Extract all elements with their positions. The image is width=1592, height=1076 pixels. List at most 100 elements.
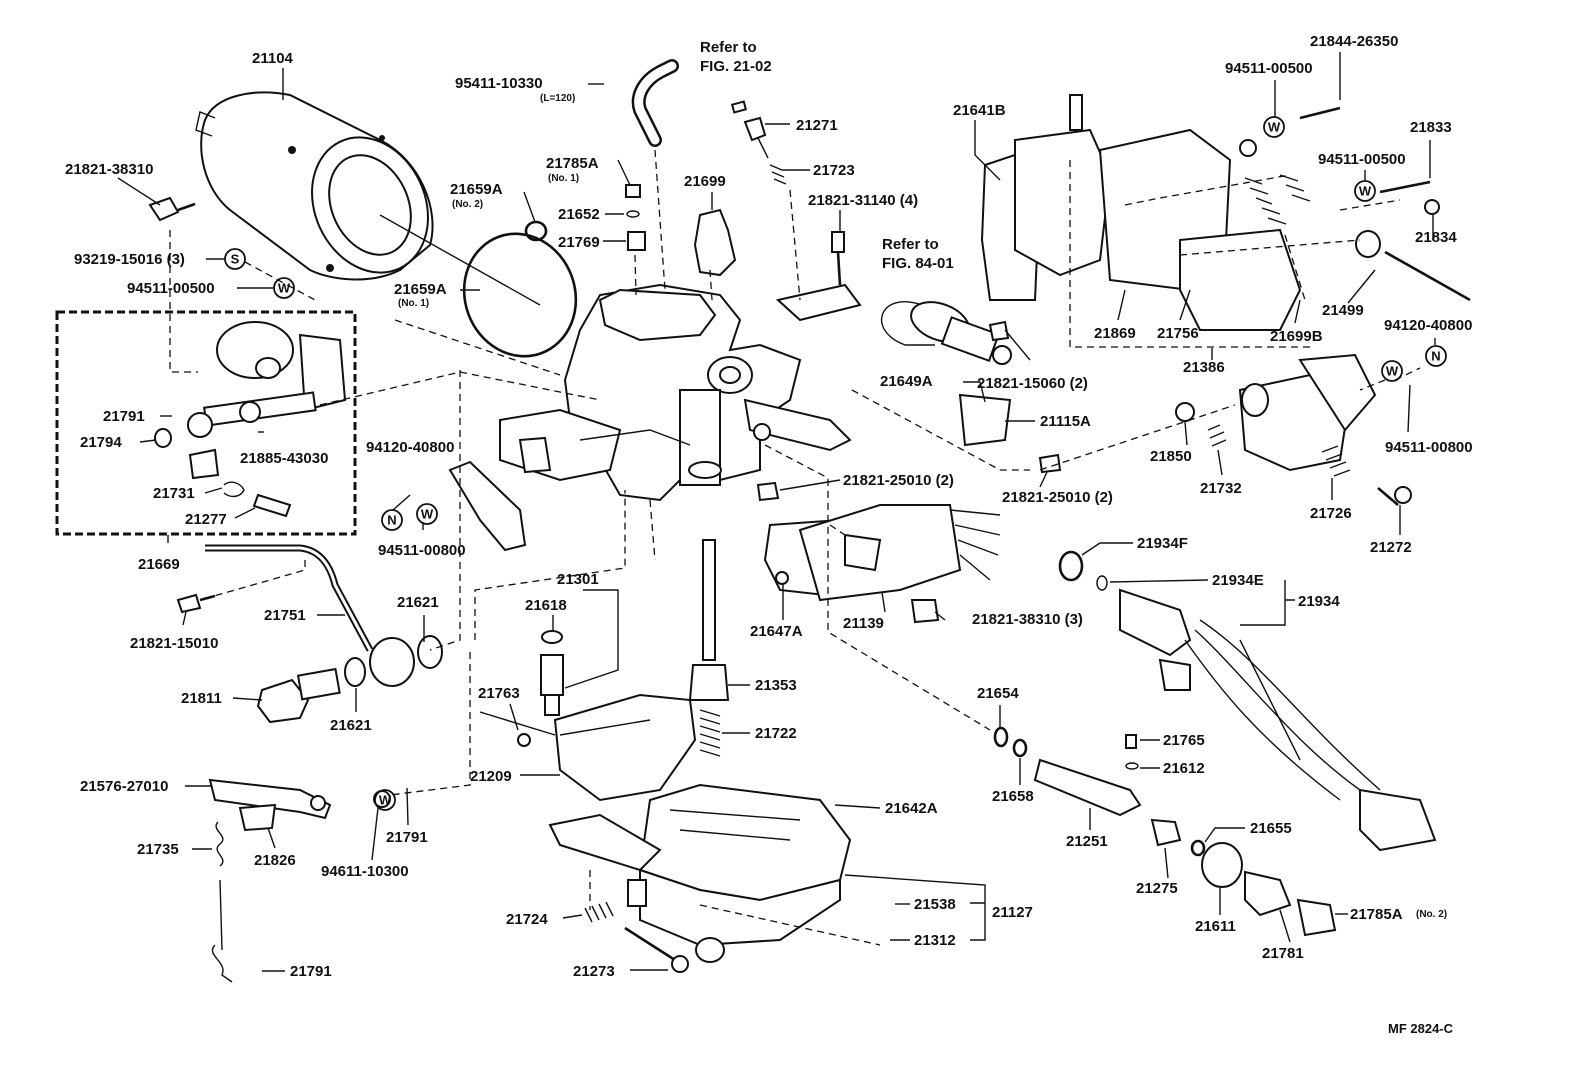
part-label: 21735 (137, 841, 179, 858)
part-label: 21850 (1150, 448, 1192, 465)
part-label: 94511-00800 (378, 542, 466, 559)
leader-lines (117, 52, 1436, 972)
part-label: FIG. 84-01 (882, 255, 954, 272)
svg-text:W: W (1386, 364, 1399, 379)
part-label: 21821-38310 (65, 161, 153, 178)
part-label: 95411-10330 (455, 75, 543, 92)
part-label: 21724 (506, 911, 548, 928)
part-label: 21699 (684, 173, 726, 190)
part-label: 21821-31140 (4) (808, 192, 918, 209)
part-label: 21731 (153, 485, 195, 502)
part-label: 21611 (1195, 918, 1236, 935)
part-labels: 21104 21821-38310 93219-15016 (3) 94511-… (65, 33, 1473, 1036)
part-label: 21794 (80, 434, 122, 451)
svg-text:W: W (1268, 120, 1281, 135)
misc-small-parts-drawing (148, 100, 1062, 624)
choke-lever-assembly-drawing (154, 321, 347, 518)
part-label: 94511-00500 (1225, 60, 1313, 77)
part-label: 21618 (525, 597, 567, 614)
part-label: 21763 (478, 685, 520, 702)
part-label: 94511-00800 (1385, 439, 1473, 456)
part-label: 94611-10300 (321, 863, 409, 880)
part-label: (L=120) (540, 93, 575, 104)
solenoid-valve-drawing (880, 301, 1012, 447)
washer-symbol: W (1381, 360, 1403, 382)
part-label: 21272 (1370, 539, 1412, 556)
part-label: 21115A (1040, 413, 1091, 430)
part-label: 21833 (1410, 119, 1452, 136)
lever-assembly-dashed-box (55, 310, 357, 536)
part-label: 21791 (103, 408, 145, 425)
bolt-21811-drawing (256, 667, 341, 724)
part-label: 21641B (953, 102, 1006, 119)
part-label: 21844-26350 (1310, 33, 1398, 50)
part-label: 21209 (470, 768, 512, 785)
part-label: 21765 (1163, 732, 1205, 749)
part-label: 21811 (181, 690, 222, 707)
part-label: 21791 (386, 829, 428, 846)
carburetor-body-drawing (499, 283, 852, 502)
part-label: 21821-15060 (2) (977, 375, 1088, 392)
symbols: W S N W W W W N W (224, 116, 1447, 811)
washer-symbol: W (1354, 180, 1376, 202)
part-label: 21621 (397, 594, 439, 611)
washer-symbol: W (416, 503, 438, 525)
part-label: 21642A (885, 800, 938, 817)
part-label: 21139 (843, 615, 884, 632)
float-drawing (479, 693, 697, 802)
part-drawings (55, 59, 1471, 983)
lower-body-drawing (548, 783, 852, 963)
part-label: 21669 (138, 556, 180, 573)
part-label: 21751 (264, 607, 306, 624)
part-label: 21756 (1157, 325, 1199, 342)
link-bushing-drawing (369, 637, 415, 687)
lower-right-parts-drawing (993, 726, 1337, 937)
part-label: 21353 (755, 677, 797, 694)
part-label: 21785A (546, 155, 599, 172)
svg-text:N: N (387, 513, 396, 528)
svg-text:S: S (231, 252, 240, 267)
part-label: 21652 (558, 206, 600, 223)
part-label: 21658 (992, 788, 1034, 805)
part-label: 21612 (1163, 760, 1205, 777)
part-label: 21885-43030 (240, 450, 328, 467)
part-label: 21826 (254, 852, 296, 869)
part-label: 21499 (1322, 302, 1364, 319)
o-ring-21659a-no1-drawing (462, 232, 578, 358)
part-label: 21934E (1212, 572, 1264, 589)
part-label: 21821-25010 (2) (843, 472, 954, 489)
part-label: 21251 (1066, 833, 1108, 850)
part-label: 21104 (252, 50, 294, 67)
part-label: 21791 (290, 963, 332, 980)
part-label: 21659A (450, 181, 503, 198)
part-label: 21271 (796, 117, 838, 134)
dashed-assembly-lines (169, 149, 1421, 946)
part-label: 21869 (1094, 325, 1136, 342)
part-label: 21576-27010 (80, 778, 168, 795)
part-label: (No. 1) (548, 173, 579, 184)
washer-symbol: W (374, 789, 396, 811)
part-label: 21659A (394, 281, 447, 298)
part-label: 21821-15010 (130, 635, 218, 652)
choke-housing-drawing (195, 91, 541, 306)
sensor-harness-drawing (1058, 550, 1437, 852)
part-label: 21785A (1350, 906, 1403, 923)
part-label: Refer to (882, 236, 939, 253)
part-label: 94120-40800 (1384, 317, 1472, 334)
part-label: 21649A (880, 373, 933, 390)
part-label: 21732 (1200, 480, 1242, 497)
part-label: 21821-25010 (2) (1002, 489, 1113, 506)
part-label: 21621 (330, 717, 372, 734)
part-label: 21723 (813, 162, 855, 179)
svg-text:N: N (1431, 349, 1440, 364)
upper-right-housing-drawing (980, 94, 1471, 331)
part-label: 21781 (1262, 945, 1304, 962)
part-label: (No. 2) (1416, 909, 1447, 920)
part-label: 21934F (1137, 535, 1188, 552)
washer-symbol: W (273, 277, 295, 299)
spring-washer-symbol: S (224, 248, 246, 270)
part-label: 94120-40800 (366, 439, 454, 456)
accelerator-pump-drawing (763, 504, 1001, 602)
